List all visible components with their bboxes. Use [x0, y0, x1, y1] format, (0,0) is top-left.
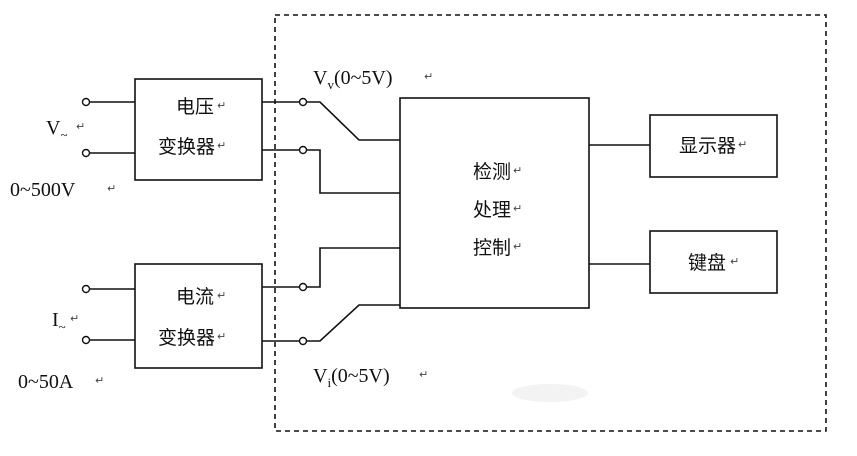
terminals [81, 97, 308, 346]
return-mark: ↵ [419, 368, 428, 381]
return-mark: ↵ [217, 139, 226, 152]
terminal [81, 97, 91, 107]
signal-wires [262, 101, 400, 342]
voltage-input-label: V~ [46, 117, 68, 142]
terminal [298, 282, 308, 292]
voltage-converter-block [134, 78, 263, 181]
terminal [298, 336, 308, 346]
controller-block [399, 97, 590, 309]
current-input-label: I~ [52, 309, 66, 334]
return-mark: ↵ [513, 240, 522, 253]
terminal [81, 148, 91, 158]
terminal [298, 145, 308, 155]
current-converter-block [134, 263, 263, 369]
voltage-signal-label: Vv(0~5V) [313, 67, 393, 92]
keyboard-label: 键盘 [688, 252, 726, 274]
output-wires [589, 144, 650, 265]
return-mark: ↵ [107, 182, 116, 195]
return-mark: ↵ [217, 330, 226, 343]
terminal [81, 335, 91, 345]
display-block [649, 114, 778, 178]
current-converter-line1: 电流 [176, 286, 214, 308]
return-mark: ↵ [217, 99, 226, 112]
controller-line1: 检测 [473, 161, 511, 183]
current-signal-label: Vi(0~5V) [313, 365, 390, 390]
return-mark: ↵ [76, 120, 85, 133]
return-mark: ↵ [217, 289, 226, 302]
display-label: 显示器 [679, 135, 736, 157]
terminal [81, 284, 91, 294]
system-boundary [274, 14, 827, 432]
return-mark: ↵ [730, 255, 739, 268]
voltage-converter-line1: 电压 [176, 96, 214, 118]
return-mark: ↵ [738, 138, 747, 151]
return-mark: ↵ [424, 70, 433, 83]
return-mark: ↵ [70, 312, 79, 325]
controller-line3: 控制 [473, 237, 511, 259]
current-converter-line2: 变换器 [158, 327, 215, 349]
controller-line2: 处理 [473, 199, 511, 221]
return-mark: ↵ [513, 164, 522, 177]
voltage-range-label: 0~500V [10, 179, 76, 201]
return-mark: ↵ [513, 202, 522, 215]
keyboard-block [649, 230, 778, 294]
smudge-artifact [512, 384, 588, 402]
return-mark: ↵ [95, 374, 104, 387]
voltage-converter-line2: 变换器 [158, 136, 215, 158]
current-range-label: 0~50A [18, 371, 74, 393]
input-wires [86, 101, 135, 341]
terminal [298, 97, 308, 107]
